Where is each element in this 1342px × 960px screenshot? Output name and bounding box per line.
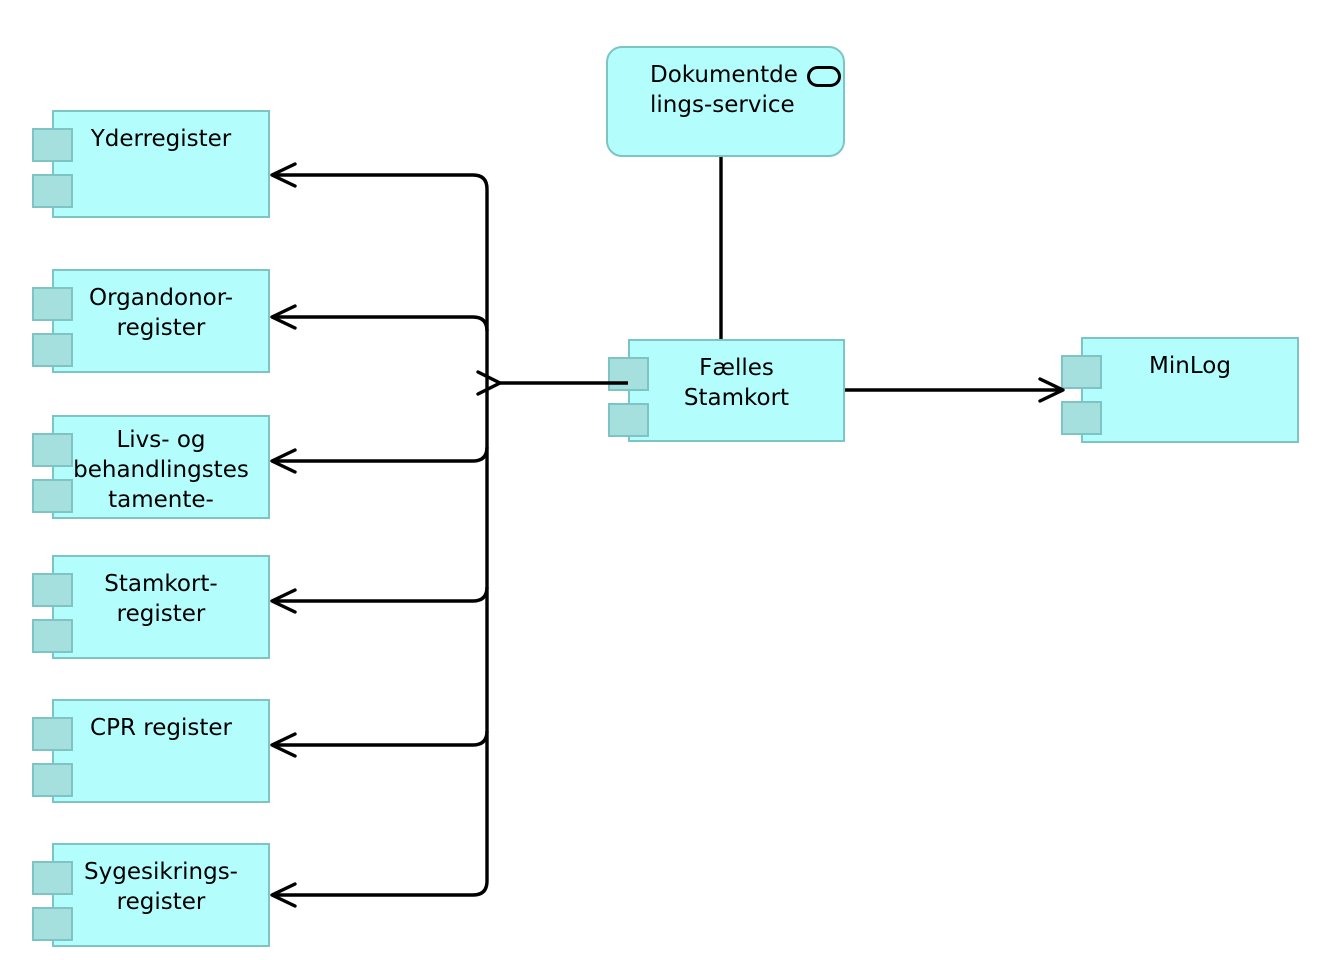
component-label-dokumentdelings-service: Dokumentde lings-service bbox=[650, 62, 798, 118]
port-yderregister-2[interactable] bbox=[32, 174, 73, 208]
arrowhead-stamkortregister bbox=[270, 588, 297, 614]
arrowhead-organdonor bbox=[270, 304, 297, 330]
connector-branch-organdonor bbox=[272, 315, 489, 332]
connector-branch-livstestamente bbox=[272, 446, 489, 463]
component-livs-og-behandlingstestamente[interactable]: Livs- og behandlingstes tamente- bbox=[32, 415, 270, 519]
component-minlog[interactable]: MinLog bbox=[1061, 337, 1299, 443]
connector-branch-yderregister bbox=[272, 173, 489, 190]
port-livstestamente-1[interactable] bbox=[32, 433, 73, 467]
port-yderregister-1[interactable] bbox=[32, 128, 73, 162]
component-label-stamkort-register: Stamkort- register bbox=[104, 571, 218, 627]
port-faelles-stamkort-1[interactable] bbox=[608, 357, 649, 391]
component-yderregister[interactable]: Yderregister bbox=[32, 110, 270, 218]
port-faelles-stamkort-2[interactable] bbox=[608, 403, 649, 437]
port-livstestamente-2[interactable] bbox=[32, 479, 73, 513]
component-label-organdonor-register: Organdonor- register bbox=[88, 285, 234, 341]
port-cpr-1[interactable] bbox=[32, 717, 73, 751]
port-minlog-2[interactable] bbox=[1061, 401, 1102, 435]
port-stamkortregister-2[interactable] bbox=[32, 619, 73, 653]
arrowhead-cpr bbox=[270, 732, 297, 758]
component-sygesikrings-register[interactable]: Sygesikrings- register bbox=[32, 843, 270, 947]
arrowhead-sygesikring bbox=[270, 882, 297, 908]
component-label-sygesikrings-register: Sygesikrings- register bbox=[84, 859, 238, 915]
connector-branch-cpr bbox=[272, 730, 489, 747]
component-label-faelles-stamkort: Fælles Stamkort bbox=[683, 355, 790, 411]
port-organdonor-2[interactable] bbox=[32, 333, 73, 367]
port-organdonor-1[interactable] bbox=[32, 287, 73, 321]
port-minlog-1[interactable] bbox=[1061, 355, 1102, 389]
arrowhead-livstestamente bbox=[270, 448, 297, 474]
provided-interface-pill-icon bbox=[807, 66, 841, 87]
component-label-cpr-register: CPR register bbox=[90, 715, 232, 741]
port-sygesikring-1[interactable] bbox=[32, 861, 73, 895]
port-stamkortregister-1[interactable] bbox=[32, 573, 73, 607]
arrowhead-bus-junction bbox=[476, 370, 502, 396]
component-organdonor-register[interactable]: Organdonor- register bbox=[32, 269, 270, 373]
component-dokumentdelings-service[interactable]: Dokumentde lings-service bbox=[606, 46, 845, 157]
component-label-minlog: MinLog bbox=[1149, 353, 1231, 379]
connector-branch-sygesikring bbox=[272, 880, 489, 897]
port-cpr-2[interactable] bbox=[32, 763, 73, 797]
component-stamkort-register[interactable]: Stamkort- register bbox=[32, 555, 270, 659]
arrowhead-yderregister bbox=[270, 162, 297, 188]
connector-branch-stamkortregister bbox=[272, 586, 489, 603]
component-faelles-stamkort[interactable]: Fælles Stamkort bbox=[608, 339, 845, 442]
port-sygesikring-2[interactable] bbox=[32, 907, 73, 941]
component-label-yderregister: Yderregister bbox=[90, 126, 232, 152]
arrowhead-minlog bbox=[1038, 377, 1065, 403]
component-cpr-register[interactable]: CPR register bbox=[32, 699, 270, 803]
